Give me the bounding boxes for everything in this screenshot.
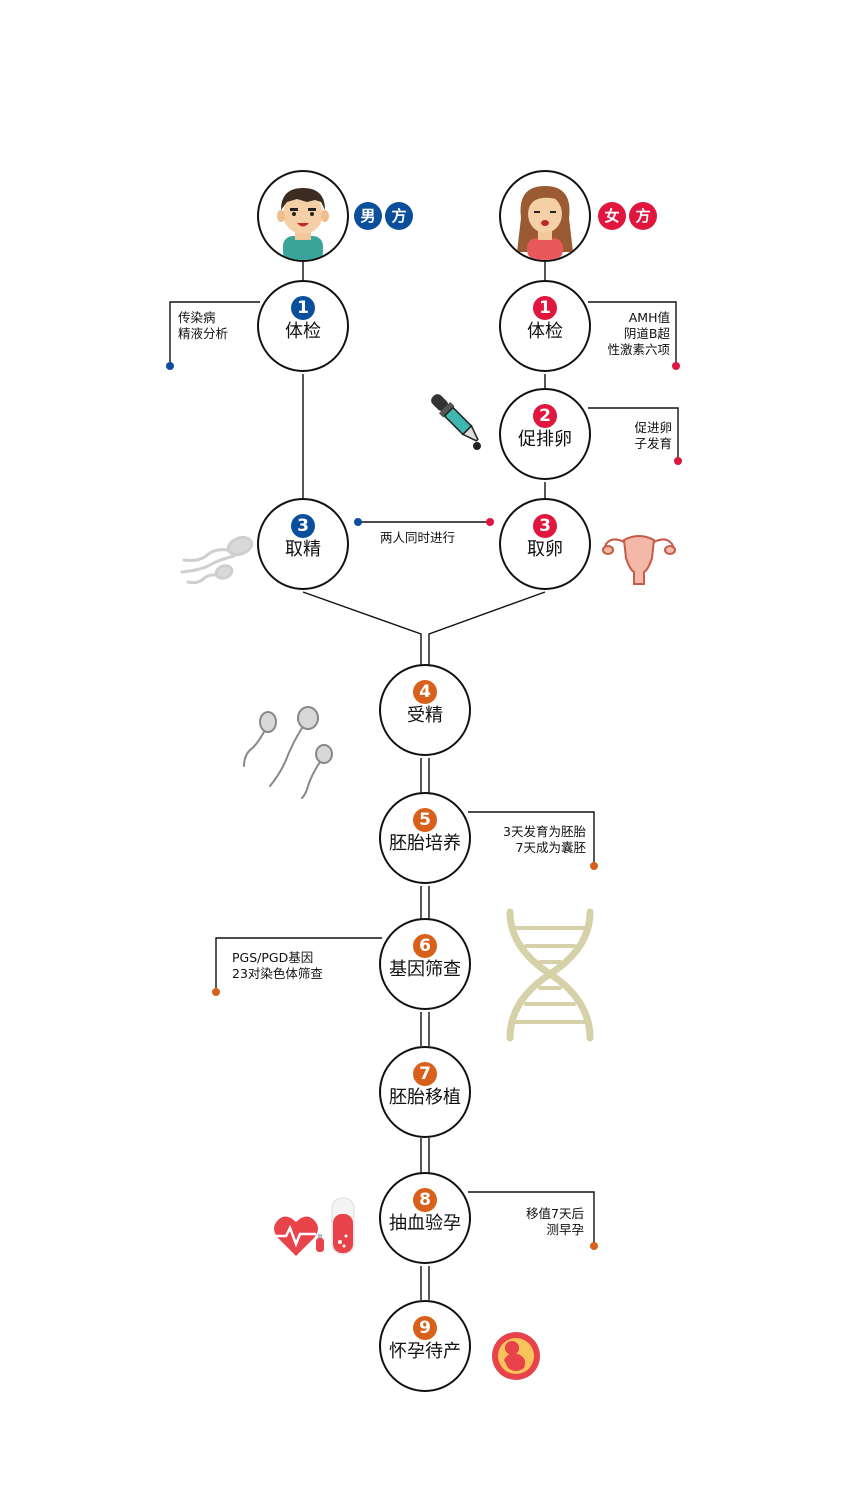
female-step-2: 2 促排卵 [499, 388, 591, 480]
leader-dot [354, 518, 362, 526]
note-line: 测早孕 [546, 1222, 584, 1237]
step-8: 8 抽血验孕 [379, 1172, 471, 1264]
step-label: 体检 [527, 321, 563, 342]
step-number: 6 [413, 934, 437, 958]
step-5-note: 3天发育为胚胎 7天成为囊胚 [476, 824, 586, 856]
male-tag: 男方 [354, 202, 416, 230]
male-step-1: 1 体检 [257, 280, 349, 372]
step-number: 3 [291, 514, 315, 538]
note-line: 传染病 [178, 310, 216, 325]
leader-dot [674, 457, 682, 465]
test-tube-icon [314, 1196, 356, 1260]
step-8-note: 移值7天后 测早孕 [500, 1206, 584, 1238]
step-9: 9 怀孕待产 [379, 1300, 471, 1392]
note-line: 23对染色体筛查 [232, 966, 323, 981]
step-4: 4 受精 [379, 664, 471, 756]
leader-dot [212, 988, 220, 996]
step-label: 体检 [285, 321, 321, 342]
note-line: 7天成为囊胚 [515, 840, 586, 855]
note-line: 促进卵 [634, 420, 672, 435]
note-line: 3天发育为胚胎 [503, 824, 586, 839]
female-step-1: 1 体检 [499, 280, 591, 372]
leader-dot [590, 862, 598, 870]
note-line: 子发育 [634, 436, 672, 451]
uterus-icon [598, 528, 680, 590]
note-line: AMH值 [628, 310, 670, 325]
leader-dot [590, 1242, 598, 1250]
female-step-3: 3 取卵 [499, 498, 591, 590]
leader-dot [166, 362, 174, 370]
step-label: 抽血验孕 [389, 1213, 461, 1234]
female-step-1-note: AMH值 阴道B超 性激素六项 [590, 310, 670, 358]
note-line: 阴道B超 [623, 326, 670, 341]
step-6-note: PGS/PGD基因 23对染色体筛查 [232, 950, 323, 982]
step-number: 4 [413, 680, 437, 704]
male-step-3: 3 取精 [257, 498, 349, 590]
female-step-2-note: 促进卵 子发育 [610, 420, 672, 452]
step-number: 8 [413, 1188, 437, 1212]
sperm-icon [236, 700, 346, 804]
male-step-1-note: 传染病 精液分析 [178, 310, 228, 342]
dropper-icon [428, 386, 488, 460]
step-label: 受精 [407, 705, 443, 726]
leader-dot [672, 362, 680, 370]
step-number: 5 [413, 808, 437, 832]
note-line: 精液分析 [178, 326, 229, 341]
baby-icon [490, 1330, 542, 1386]
step-label: 取精 [285, 539, 321, 560]
male-tag-char: 方 [385, 202, 413, 230]
step-label: 怀孕待产 [389, 1341, 461, 1362]
step-number: 2 [533, 404, 557, 428]
leader-dot [486, 518, 494, 526]
step-number: 1 [533, 296, 557, 320]
woman-avatar-icon [499, 170, 591, 262]
note-line: PGS/PGD基因 [232, 950, 314, 965]
step-label: 胚胎培养 [389, 833, 461, 854]
step-label: 取卵 [527, 539, 563, 560]
female-tag-char: 方 [629, 202, 657, 230]
note-line: 移值7天后 [526, 1206, 584, 1221]
step-number: 7 [413, 1062, 437, 1086]
step-6: 6 基因筛查 [379, 918, 471, 1010]
step-number: 9 [413, 1316, 437, 1340]
heartbeat-icon [272, 1212, 320, 1262]
same-time-note: 两人同时进行 [380, 530, 456, 545]
step-label: 促排卵 [518, 429, 572, 450]
step-number: 1 [291, 296, 315, 320]
female-tag: 女方 [598, 202, 660, 230]
man-avatar-icon [257, 170, 349, 262]
dna-icon [502, 908, 598, 1046]
step-7: 7 胚胎移植 [379, 1046, 471, 1138]
note-line: 性激素六项 [607, 342, 670, 357]
step-5: 5 胚胎培养 [379, 792, 471, 884]
step-label: 胚胎移植 [389, 1087, 461, 1108]
step-number: 3 [533, 514, 557, 538]
sperm-icon [178, 528, 258, 592]
step-label: 基因筛查 [389, 959, 461, 980]
male-tag-char: 男 [354, 202, 382, 230]
female-tag-char: 女 [598, 202, 626, 230]
